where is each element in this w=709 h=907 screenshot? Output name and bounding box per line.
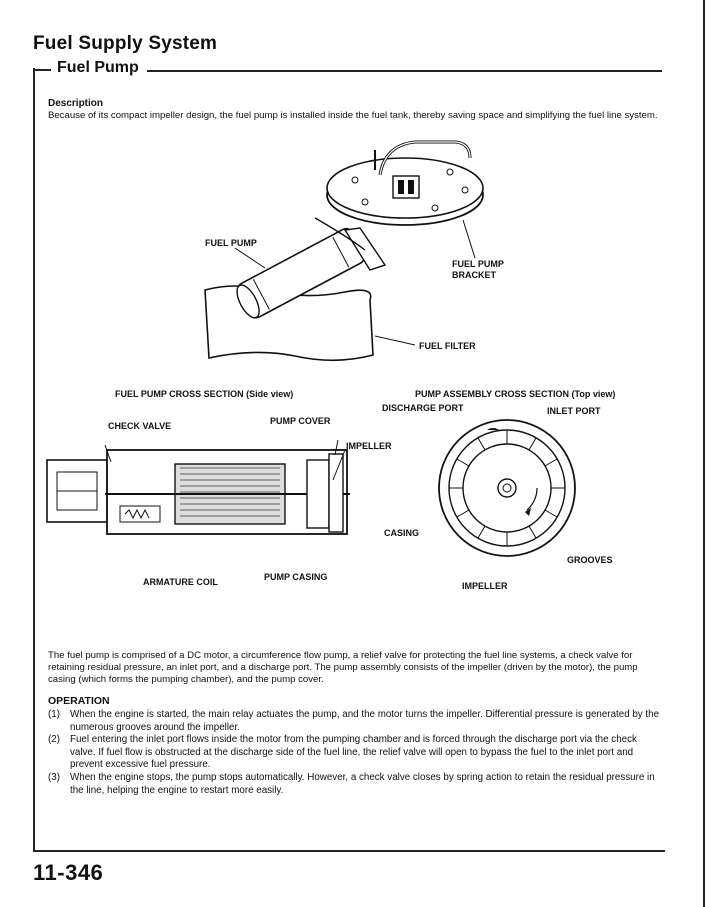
section-title: Fuel Supply System [33, 33, 218, 54]
fuel-pump-side-section-illustration [46, 440, 350, 535]
label-impeller-top: IMPELLER [462, 581, 508, 591]
subsection-title: Fuel Pump [53, 59, 143, 77]
operation-item: (2) Fuel entering the inlet port flows i… [48, 734, 663, 772]
label-grooves: GROOVES [567, 555, 613, 565]
label-armature-coil: ARMATURE COIL [143, 577, 218, 587]
label-casing: CASING [384, 528, 420, 538]
side-view-heading: FUEL PUMP CROSS SECTION (Side view) [115, 389, 294, 399]
label-fuel-pump-bracket-line1: FUEL PUMP [452, 259, 504, 269]
operation-item: (1) When the engine is started, the main… [48, 709, 663, 734]
label-discharge-port: DISCHARGE PORT [382, 403, 464, 413]
subsection-rule-left [33, 69, 51, 71]
operation-item-number: (2) [48, 734, 60, 746]
label-impeller-side: IMPELLER [346, 441, 392, 451]
operation-list: (1) When the engine is started, the main… [48, 709, 663, 797]
pump-assembly-top-section-illustration [438, 419, 576, 557]
description-text: Because of its compact impeller design, … [48, 110, 658, 121]
page-right-border [703, 0, 705, 907]
label-fuel-filter: FUEL FILTER [419, 341, 476, 351]
page-number: 11-346 [33, 860, 104, 885]
label-check-valve: CHECK VALVE [108, 421, 172, 431]
label-pump-casing: PUMP CASING [264, 572, 328, 582]
pump-description-paragraph: The fuel pump is comprised of a DC motor… [48, 650, 638, 686]
label-fuel-pump: FUEL PUMP [205, 238, 257, 248]
operation-item-text: When the engine stops, the pump stops au… [70, 771, 655, 796]
footer-rule [33, 850, 665, 852]
top-view-heading: PUMP ASSEMBLY CROSS SECTION (Top view) [415, 389, 616, 399]
operation-item: (3) When the engine stops, the pump stop… [48, 772, 663, 797]
page-left-border [33, 68, 35, 851]
description-heading: Description [48, 98, 104, 109]
operation-item-number: (3) [48, 771, 60, 783]
label-fuel-pump-bracket-line2: BRACKET [452, 270, 496, 280]
label-pump-cover: PUMP COVER [270, 416, 331, 426]
operation-item-number: (1) [48, 709, 60, 720]
operation-item-text: When the engine is started, the main rel… [70, 709, 660, 733]
operation-item-text: Fuel entering the inlet port flows insid… [70, 734, 637, 771]
subsection-rule [147, 70, 662, 72]
fuel-pump-assembly-illustration [204, 140, 484, 362]
operation-heading: OPERATION [48, 695, 110, 707]
label-inlet-port: INLET PORT [547, 406, 601, 416]
